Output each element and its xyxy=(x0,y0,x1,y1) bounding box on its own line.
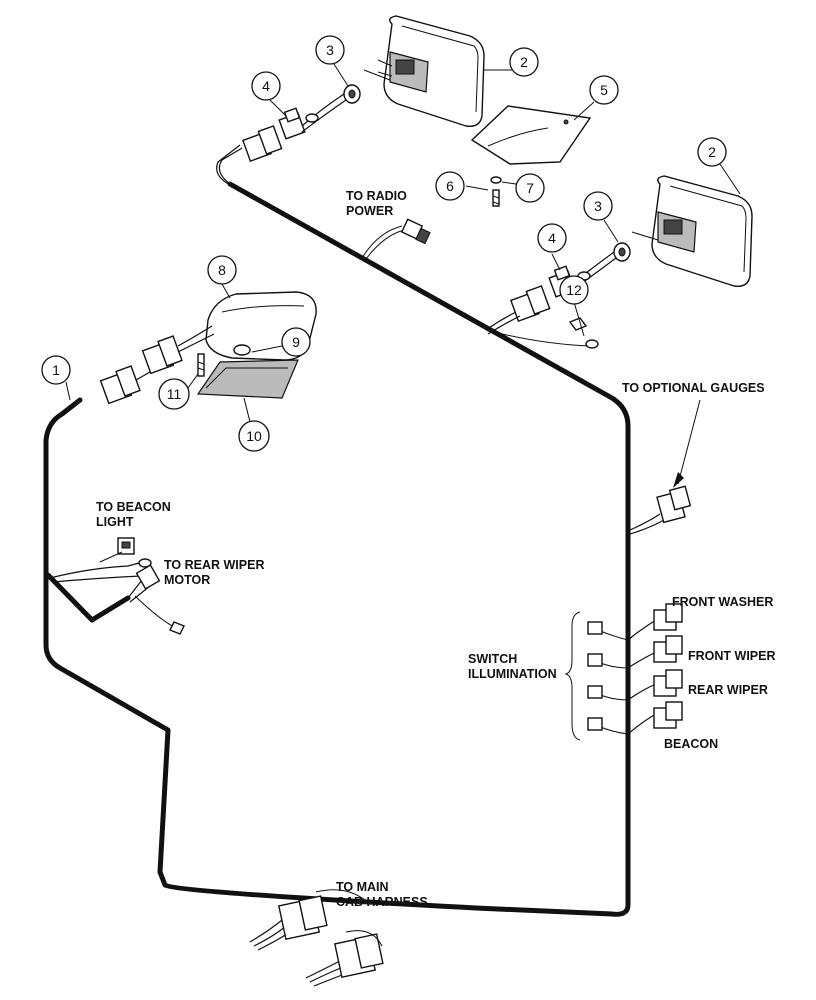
lamp-mount-right xyxy=(613,231,659,262)
callout-8: 8 xyxy=(207,255,237,285)
callout6-leader xyxy=(465,185,489,191)
rear-wiper-motor-connector xyxy=(127,564,185,635)
gauges-wire xyxy=(629,513,661,531)
svg-text:10: 10 xyxy=(246,428,262,444)
callout9-leader xyxy=(251,345,283,353)
lamp-mount-top xyxy=(343,69,391,104)
gauges-arrow xyxy=(677,399,701,485)
svg-text:2: 2 xyxy=(708,144,716,160)
harness-top-end xyxy=(218,147,243,185)
main-cab-harness-arcs xyxy=(315,889,371,905)
switch-connectors xyxy=(653,603,683,729)
label-to-rear-wiper: TO REAR WIPER xyxy=(164,558,264,572)
connector-4-top xyxy=(278,93,347,140)
work-lamp-right xyxy=(651,175,753,287)
mounting-bracket xyxy=(470,105,592,165)
rear-wiper-branch xyxy=(45,572,131,623)
callout-12: 12 xyxy=(559,275,589,305)
callout2b-leader xyxy=(719,163,741,195)
radio-power-branch-2 xyxy=(363,229,405,263)
callout-4-top: 4 xyxy=(251,71,281,101)
label-to-optional-gauges: TO OPTIONAL GAUGES xyxy=(622,381,765,395)
callout-10: 10 xyxy=(238,420,270,452)
dome-light xyxy=(196,291,317,399)
beacon-light-connector xyxy=(99,537,152,568)
callout-6: 6 xyxy=(435,171,465,201)
svg-text:7: 7 xyxy=(526,180,534,196)
main-cab-harness-connectors xyxy=(249,895,384,987)
svg-text:2: 2 xyxy=(520,54,528,70)
callout-9: 9 xyxy=(281,327,311,357)
svg-text:9: 9 xyxy=(292,334,300,350)
screw-and-washer xyxy=(490,176,502,207)
svg-text:12: 12 xyxy=(566,282,582,298)
callout10-leader xyxy=(243,397,251,423)
callout8-leader xyxy=(221,283,231,299)
callout-1: 1 xyxy=(41,355,71,385)
label-beacon: BEACON xyxy=(664,737,718,751)
label-power: POWER xyxy=(346,204,393,218)
callout-2-right: 2 xyxy=(697,137,727,167)
work-lamp-top xyxy=(377,15,485,127)
harness-top-end-2 xyxy=(216,144,241,187)
callout-4-right: 4 xyxy=(537,223,567,253)
dome-light-connector xyxy=(141,325,215,375)
beacon-light-wire xyxy=(49,559,151,579)
callout-7: 7 xyxy=(515,173,545,203)
label-front-washer: FRONT WASHER xyxy=(672,595,773,609)
svg-text:1: 1 xyxy=(52,362,60,378)
optional-gauges-connector xyxy=(656,485,692,524)
callout3a-leader xyxy=(333,63,349,87)
label-to-main: TO MAIN xyxy=(336,880,389,894)
right-branch-wire xyxy=(485,311,517,331)
label-light: LIGHT xyxy=(96,515,134,529)
callout1-leader xyxy=(65,381,71,401)
ground-wire xyxy=(485,329,591,347)
main-cab-harness-arcs-2 xyxy=(345,930,383,947)
callout5-leader xyxy=(573,101,595,121)
connector-top-harness-end xyxy=(242,125,283,162)
svg-text:3: 3 xyxy=(326,42,334,58)
radio-power-connector xyxy=(400,218,431,245)
callout-2-top: 2 xyxy=(509,47,539,77)
radio-power-branch xyxy=(361,225,403,259)
right-branch-wire-2 xyxy=(487,315,521,335)
connector-right-harness-end xyxy=(510,285,551,322)
label-switch: SWITCH xyxy=(468,652,517,666)
callout4b-leader xyxy=(551,253,561,271)
svg-text:4: 4 xyxy=(262,78,270,94)
main-harness xyxy=(43,181,631,917)
switch-illumination-plugs xyxy=(587,621,603,731)
svg-text:4: 4 xyxy=(548,230,556,246)
callout11-leader xyxy=(187,373,199,389)
connector-callout-1 xyxy=(99,365,151,405)
callout4a-leader xyxy=(269,99,287,117)
callout-3-top: 3 xyxy=(315,35,345,65)
ground-terminal xyxy=(568,317,599,349)
callout12-leader xyxy=(573,301,585,337)
dome-light-screw xyxy=(197,353,205,377)
svg-text:6: 6 xyxy=(446,178,454,194)
label-motor: MOTOR xyxy=(164,573,210,587)
callout3b-leader xyxy=(603,219,619,243)
gauges-arrowhead xyxy=(673,472,684,488)
callout-11: 11 xyxy=(158,378,190,410)
label-cab-harness: CAB HARNESS xyxy=(336,895,428,909)
label-rear-wiper: REAR WIPER xyxy=(688,683,768,697)
callout-3-right: 3 xyxy=(583,191,613,221)
beacon-light-wire-2 xyxy=(51,575,141,583)
switch-illumination-brace xyxy=(564,611,581,741)
svg-text:5: 5 xyxy=(600,82,608,98)
svg-text:3: 3 xyxy=(594,198,602,214)
label-to-beacon: TO BEACON xyxy=(96,500,171,514)
svg-text:8: 8 xyxy=(218,262,226,278)
label-front-wiper: FRONT WIPER xyxy=(688,649,776,663)
callout-5: 5 xyxy=(589,75,619,105)
svg-text:11: 11 xyxy=(167,386,182,402)
callout7-leader xyxy=(501,181,517,185)
label-to-radio: TO RADIO xyxy=(346,189,407,203)
gauges-wire-2 xyxy=(629,519,665,535)
label-illumination: ILLUMINATION xyxy=(468,667,557,681)
